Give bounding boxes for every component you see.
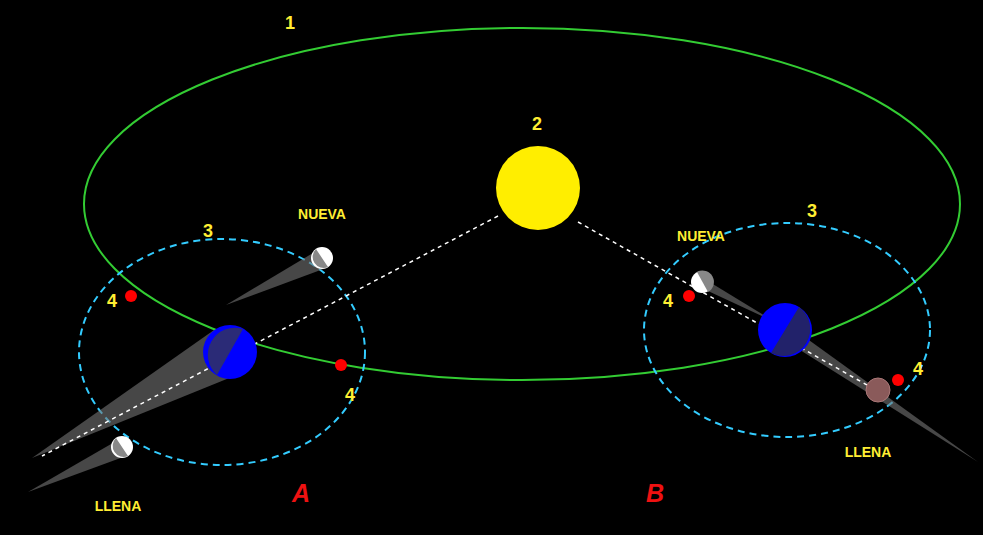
moon-orbit bbox=[79, 239, 365, 465]
sun bbox=[496, 146, 580, 230]
orbit-node bbox=[892, 374, 904, 386]
callout-number: 4 bbox=[107, 292, 117, 310]
orbit-node bbox=[683, 290, 695, 302]
orbit-node bbox=[125, 290, 137, 302]
callout-number: 3 bbox=[807, 202, 817, 220]
moon bbox=[691, 271, 714, 293]
moon-orbit bbox=[644, 223, 930, 437]
moon bbox=[111, 436, 133, 458]
callout-number: 4 bbox=[913, 360, 923, 378]
orbit-node bbox=[335, 359, 347, 371]
case-letter: A bbox=[292, 481, 310, 506]
earth-orbit bbox=[84, 28, 960, 380]
callout-number: 3 bbox=[203, 222, 213, 240]
phase-label: NUEVA bbox=[298, 207, 346, 221]
phase-label: LLENA bbox=[95, 499, 142, 513]
earth bbox=[203, 325, 257, 379]
case-letter: B bbox=[646, 481, 664, 506]
sun-earth-line bbox=[578, 222, 890, 398]
moon bbox=[311, 247, 333, 269]
callout-number: 1 bbox=[285, 14, 295, 32]
callout-number: 4 bbox=[345, 386, 355, 404]
phase-label: LLENA bbox=[845, 445, 892, 459]
callout-number: 2 bbox=[532, 115, 542, 133]
callout-number: 4 bbox=[663, 292, 673, 310]
phase-label: NUEVA bbox=[677, 229, 725, 243]
moon-shadow bbox=[226, 250, 326, 305]
earth bbox=[758, 303, 812, 357]
eclipsed-moon bbox=[866, 378, 890, 402]
sun-earth-line bbox=[42, 216, 498, 456]
